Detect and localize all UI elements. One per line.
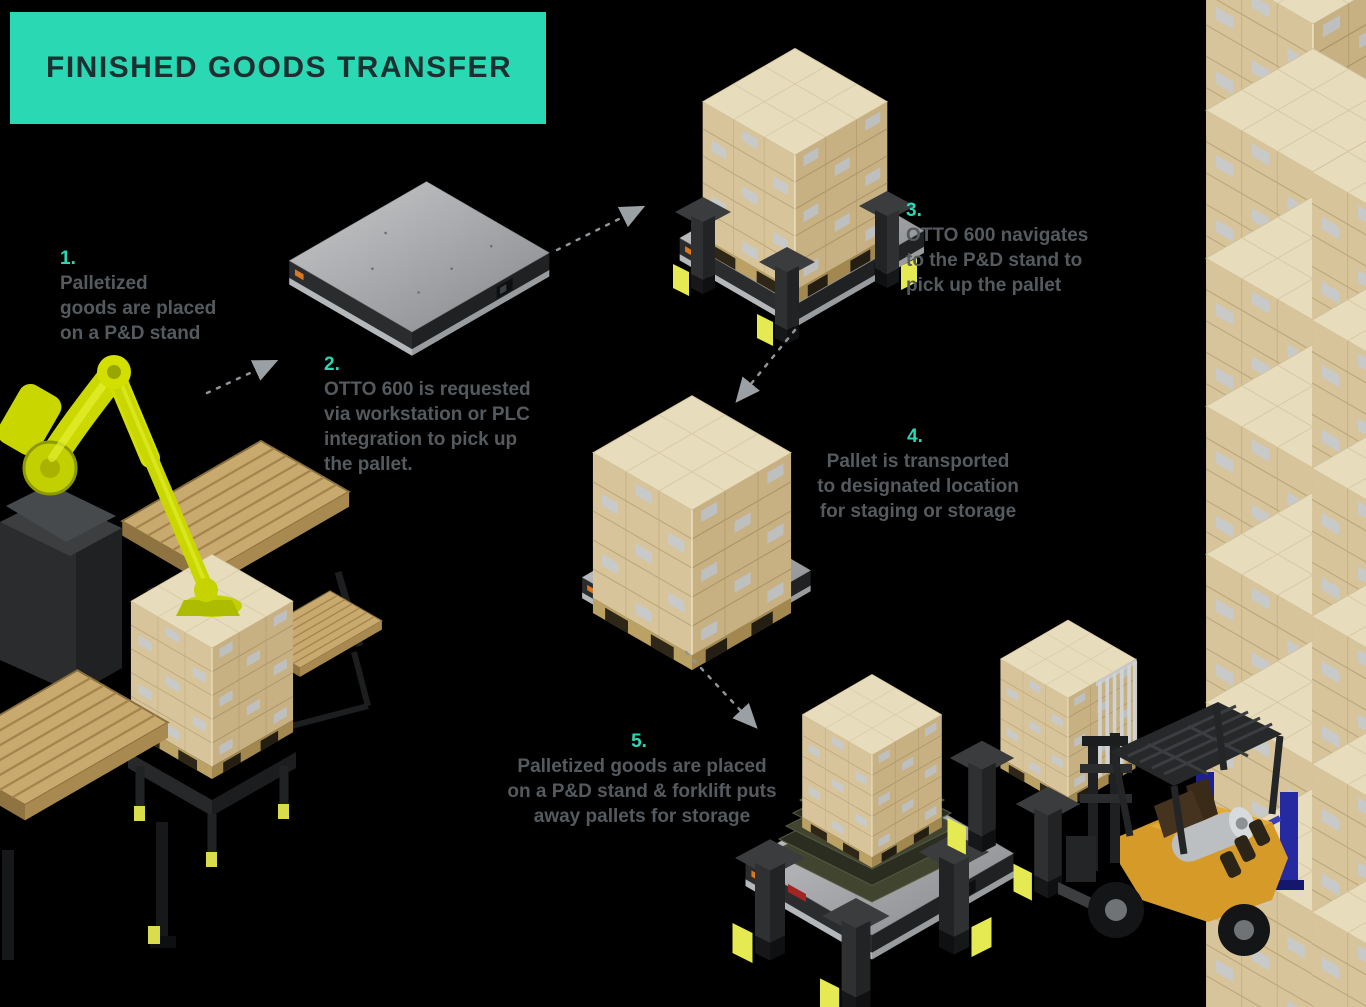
- step1-palletizer-cell: [0, 355, 383, 960]
- step-label-5: 5.Palletized goods are placed on a P&D s…: [507, 731, 777, 827]
- step-label-1: 1.Palletized goods are placed on a P&D s…: [60, 248, 217, 344]
- step-number-2: 2.: [324, 354, 340, 375]
- step5-dropoff-scene: [732, 673, 1014, 1007]
- step-number-4: 4.: [907, 426, 923, 447]
- arrow-step1-to-2: [205, 359, 279, 395]
- step4-transport: [581, 394, 811, 671]
- step3-pd-stand-pickup: [673, 47, 925, 346]
- otto-600-robot: [288, 181, 550, 357]
- arrow-step2-to-3: [555, 205, 646, 252]
- step-label-4: 4.Pallet is transported to designated lo…: [817, 426, 1019, 522]
- arrow-step3-to-4: [735, 328, 797, 403]
- step-label-2: 2.OTTO 600 is requested via workstation …: [324, 354, 531, 475]
- step-number-3: 3.: [906, 200, 922, 221]
- step-label-3: 3.OTTO 600 navigates to the P&D stand to…: [906, 200, 1089, 296]
- step-number-5: 5.: [631, 731, 647, 752]
- title-banner: FINISHED GOODS TRANSFER: [10, 12, 546, 124]
- flow-arrows: [205, 205, 797, 729]
- page-title: FINISHED GOODS TRANSFER: [46, 51, 513, 84]
- palletizer-robot-arm: [0, 355, 242, 617]
- forklift: [1058, 702, 1288, 956]
- step-number-1: 1.: [60, 248, 76, 269]
